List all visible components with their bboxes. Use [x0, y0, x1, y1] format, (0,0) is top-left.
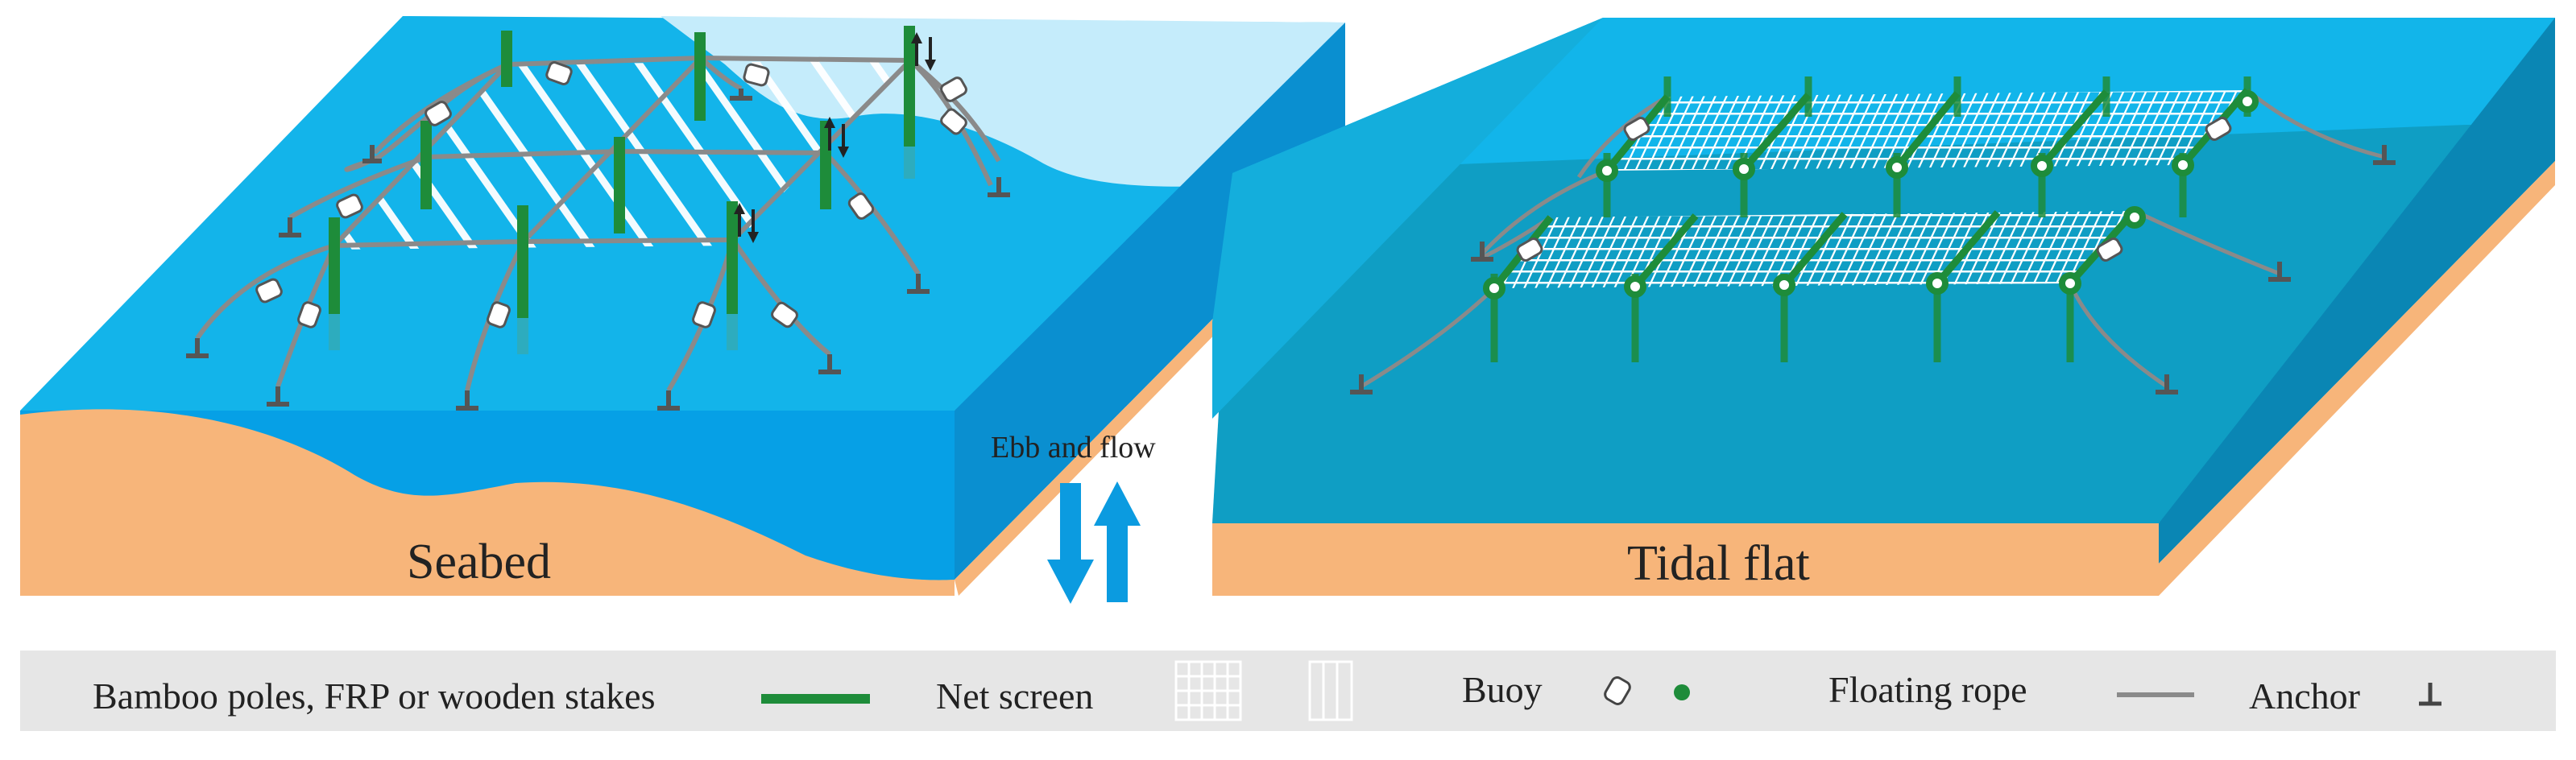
seabed-tide-arrows [734, 32, 936, 243]
tidal-left-wedge [1212, 18, 1603, 419]
legend-anchor-icon [2419, 683, 2441, 706]
legend-ring-buoy-icon [1674, 684, 1690, 700]
tide-indicator: Ebb and flow [991, 431, 1156, 604]
tidal-front-sand [1212, 523, 2159, 596]
legend: Bamboo poles, FRP or wooden stakes Net s… [20, 651, 2556, 731]
legend-rope-swatch [2117, 692, 2194, 697]
legend-background [20, 651, 2556, 731]
tidal-right-sand [2159, 161, 2555, 596]
legend-stakes-label: Bamboo poles, FRP or wooden stakes [93, 675, 656, 717]
tide-label: Ebb and flow [991, 431, 1156, 465]
flow-arrow [1094, 481, 1141, 602]
seabed-label: Seabed [407, 535, 551, 589]
tidal-flat-panel: Tidal flat [1212, 18, 2555, 596]
seabed-sand [20, 409, 955, 596]
legend-net-grid-icon [1174, 660, 1242, 721]
seabed-right-face [955, 23, 1345, 580]
seabed-stakes [329, 26, 915, 318]
legend-net-label: Net screen [936, 675, 1093, 717]
legend-buoy-label: Buoy [1462, 669, 1543, 710]
legend-cylinder-buoy-icon [1604, 676, 1631, 705]
ebb-arrow [1047, 483, 1094, 604]
tidal-right-face [2159, 18, 2555, 564]
legend-anchor-label: Anchor [2249, 675, 2360, 717]
legend-stake-swatch [761, 694, 870, 704]
seabed-panel: Seabed [20, 16, 1345, 596]
seabed-anchors [186, 89, 1010, 411]
tidal-ring-buoys [1483, 90, 2259, 299]
seabed-buoys [255, 61, 967, 328]
tidal-anchors [1350, 145, 2396, 394]
legend-rope-label: Floating rope [1828, 669, 2027, 710]
tidal-cylinder-buoys [1516, 117, 2232, 262]
tidal-flat-label: Tidal flat [1627, 536, 1810, 591]
tidal-ropes [1360, 89, 2385, 389]
legend-net-stripe-icon [1308, 660, 1353, 721]
